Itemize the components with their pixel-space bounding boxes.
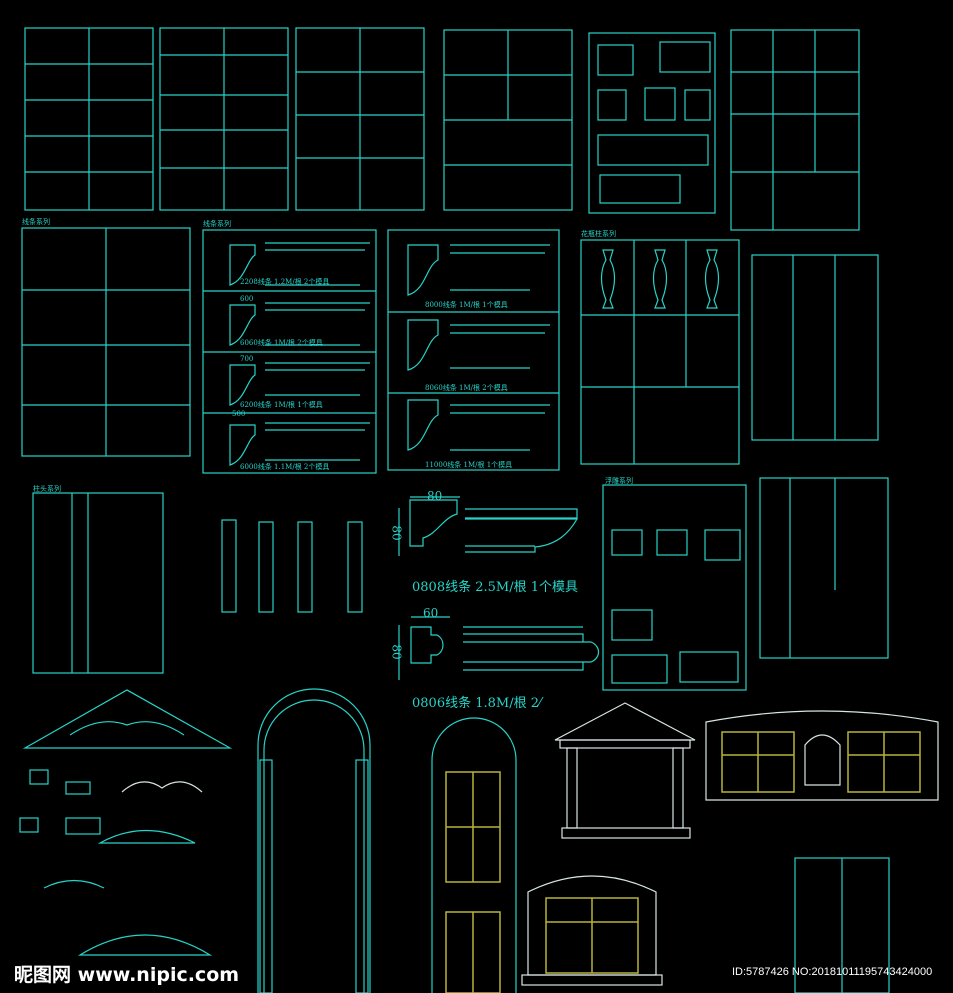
dim: 600 [240, 295, 254, 303]
molding-0806 [398, 616, 600, 680]
caption: 11000线条 1M/根 1个模具 [425, 461, 513, 469]
dim-height-0808: 80 [389, 525, 404, 541]
caption: 6060线条 1M/根 2个模具 [240, 339, 323, 347]
arched-window [521, 875, 663, 986]
series-title-2: 线条系列 [203, 220, 231, 228]
relief-title: 浮雕系列 [605, 477, 633, 485]
arched-door-1 [257, 688, 371, 993]
gate [794, 857, 890, 993]
panel-moldings-2 [159, 27, 289, 211]
columns [221, 519, 363, 613]
carved-ornaments [19, 769, 213, 956]
series-title: 线条系列 [22, 218, 50, 226]
caption: 8000线条 1M/根 1个模具 [425, 301, 508, 309]
watermark-url: www.nipic.com [77, 964, 240, 986]
panel-moldings-3 [295, 27, 425, 211]
pediment-ornament [22, 689, 233, 749]
arched-door-2 [431, 717, 517, 993]
panel-balusters [580, 239, 740, 465]
dim-height-0806: 80 [389, 644, 404, 660]
table-title: 柱头系列 [33, 485, 61, 493]
panel-moldings-5 [21, 227, 191, 457]
spec-table-1 [751, 254, 879, 441]
panel-moldings-1 [24, 27, 154, 211]
caption: 8060线条 1M/根 2个模具 [425, 384, 508, 392]
arched-facade-window [705, 710, 939, 801]
dim-width-0808: 80 [427, 489, 443, 503]
panel-moldings-6 [202, 229, 377, 474]
caption-0806: 0806线条 1.8M/根 2⁄ [412, 696, 542, 711]
spec-table-2 [759, 477, 889, 659]
baluster-title: 花瓶柱系列 [581, 230, 616, 238]
capital-table [32, 492, 164, 674]
caption: 2208线条 1.2M/根 2个模具 [240, 278, 330, 286]
panel-moldings-4 [443, 29, 573, 211]
dim-width-0806: 60 [423, 606, 439, 620]
watermark: 昵图网 www.nipic.com [14, 960, 239, 987]
caption: 6000线条 1.1M/根 2个模具 [240, 463, 330, 471]
watermark-cn: 昵图网 [14, 964, 72, 986]
panel-moldings-7 [387, 229, 560, 471]
image-id: ID:5787426 NO:20181011195743424000 [732, 966, 933, 978]
relief-panel-grid [602, 484, 747, 691]
dim: 700 [240, 355, 254, 363]
panel-relief-frames [588, 32, 716, 214]
panel-corbels [730, 29, 860, 231]
molding-0808 [398, 496, 579, 556]
caption: 6200线条 1M/根 1个模具 [240, 401, 323, 409]
dim: 500 [232, 410, 246, 418]
caption-0808: 0808线条 2.5M/根 1个模具 [412, 580, 578, 595]
pediment-window [554, 702, 696, 839]
